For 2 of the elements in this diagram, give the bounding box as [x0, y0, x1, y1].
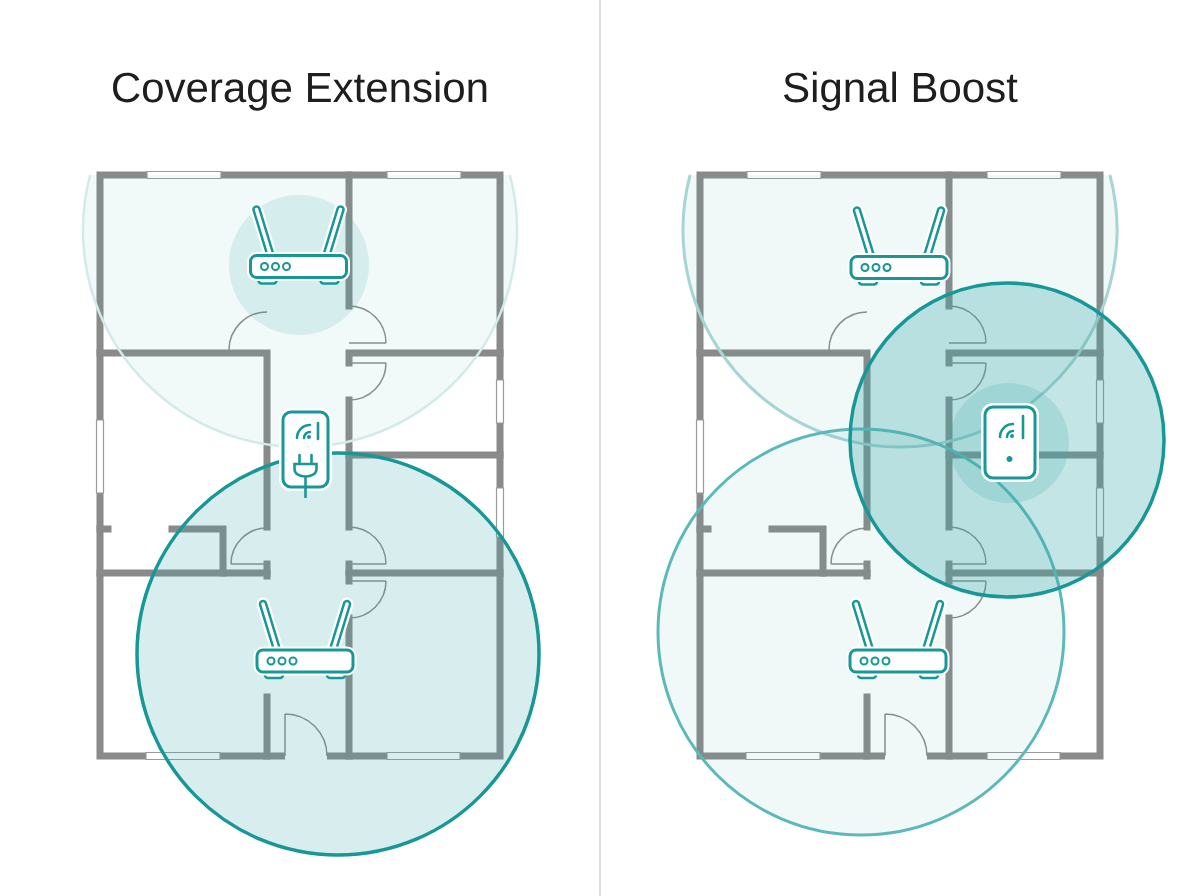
panel-title: Coverage Extension — [113, 71, 487, 111]
panel-title: Signal Boost — [784, 71, 1018, 111]
